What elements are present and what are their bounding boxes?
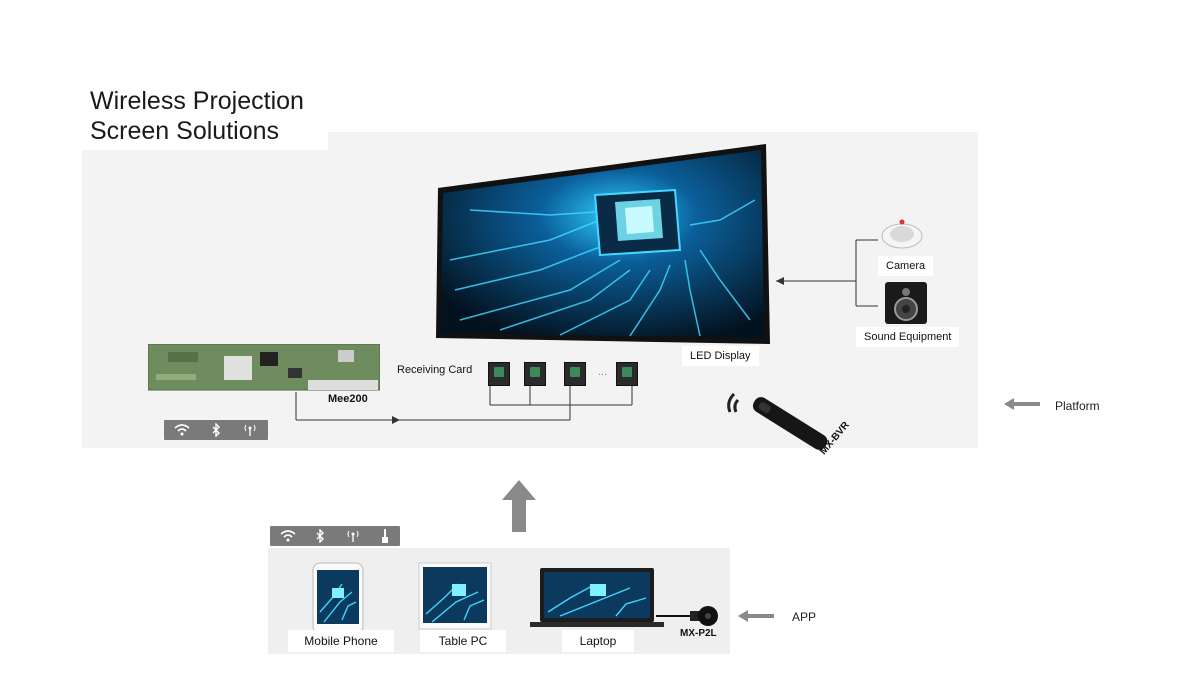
dongle-device [656,606,718,626]
receiving-card-3 [564,362,586,386]
speaker-icon [885,282,927,324]
device-label-mobile-phone: Mobile Phone [288,630,394,652]
sound-equipment-label: Sound Equipment [856,327,960,347]
upload-arrow-icon [502,480,536,532]
tablet-pc-device [418,562,492,630]
app-side-label: APP [792,610,817,624]
receiving-card-label: Receiving Card [397,364,473,376]
dongle-label: MX-P2L [680,628,717,639]
usb-icon [382,529,389,543]
led-display-label: LED Display [682,346,759,366]
diagram-title: Wireless Projection Screen Solutions [90,86,304,146]
antenna-icon [347,530,359,542]
antenna-icon [244,424,256,436]
remote-control [727,392,828,450]
bluetooth-icon [212,423,220,437]
receiving-card-2 [524,362,546,386]
platform-connectivity-bar [164,420,268,440]
led-display [436,144,770,344]
title-line-2: Screen Solutions [90,117,280,145]
device-label-table-pc: Table PC [420,630,506,652]
title-line-1: Wireless Projection [90,87,304,115]
device-label-laptop: Laptop [562,630,634,652]
controller-label: Mee200 [328,393,368,405]
title-tab [82,78,328,150]
mobile-phone-device [312,562,364,634]
camera-label: Camera [878,256,934,276]
wifi-icon [174,424,190,436]
receiving-card-ellipsis: ... [598,366,608,378]
laptop-device [530,568,664,627]
app-connectivity-bar [270,526,400,546]
receiving-card-1 [488,362,510,386]
app-arrow-icon [738,610,774,622]
platform-arrow-icon [1004,398,1040,410]
platform-side-label: Platform [1055,399,1100,413]
receiving-card-4 [616,362,638,386]
bluetooth-icon [316,529,325,543]
wifi-icon [280,530,296,542]
camera-icon [881,219,923,249]
controller-board [148,344,380,391]
